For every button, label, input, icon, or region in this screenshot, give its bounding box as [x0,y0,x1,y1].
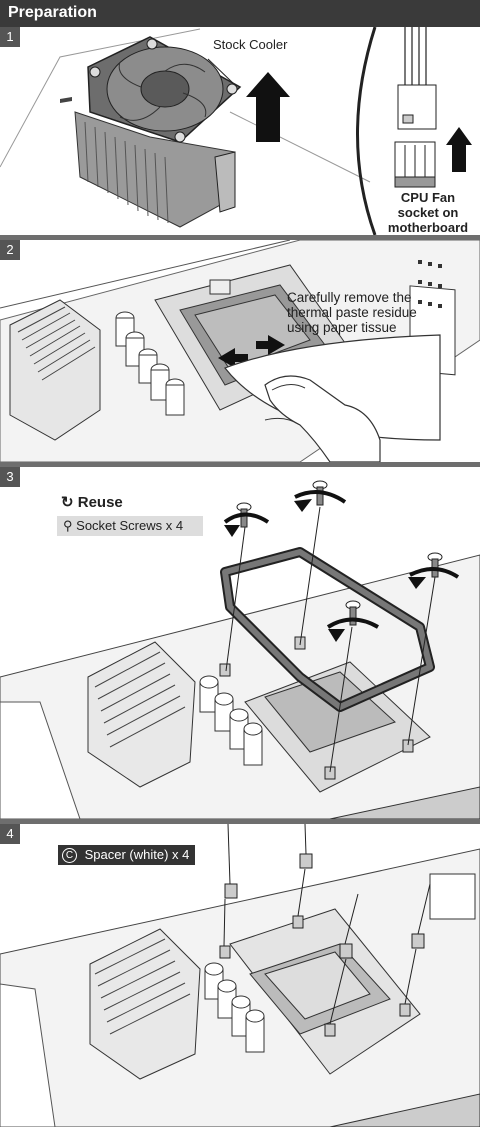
separator [0,819,480,824]
separator [0,235,480,240]
step-1-illustration [0,27,472,235]
reuse-title: ↻ Reuse [61,493,123,511]
instruction-line-3: using paper tissue [287,320,397,335]
step-number: 1 [0,27,20,47]
reuse-item: ⚲ Socket Screws x 4 [57,516,203,536]
reuse-item-text: Socket Screws x 4 [76,518,184,533]
step-1-panel: 1 [0,27,480,235]
step-3-panel: 3 [0,467,480,819]
section-header: Preparation [0,0,480,27]
reuse-callout: ↻ Reuse ⚲ Socket Screws x 4 [55,489,205,541]
step-2-panel: 2 [0,240,480,462]
step-number: 2 [0,240,20,260]
separator [0,462,480,467]
step-4-panel: 4 [0,824,480,1127]
step-2-illustration [0,240,480,462]
screw-icon: ⚲ [63,518,73,533]
cpu-fan-label-line1: CPU Fan [400,190,456,205]
stock-cooler-label: Stock Cooler [213,37,288,52]
step-number: 3 [0,467,20,487]
cpu-fan-label-line3: motherboard [387,220,469,235]
cpu-fan-label-line2: socket on [397,205,459,220]
spacer-callout: C Spacer (white) x 4 [58,845,196,865]
step-4-illustration [0,824,480,1127]
spacer-code: C [65,850,74,862]
section-title: Preparation [8,4,97,21]
reuse-title-text: Reuse [77,494,123,511]
step-3-illustration [0,480,480,819]
instruction-line-2: thermal paste residue [287,305,417,320]
copyright-c-icon: C [62,848,77,864]
instruction-line-1: Carefully remove the [287,290,412,305]
cpu-fan-label: CPU Fan socket on motherboard [378,190,478,235]
step-2-instruction: Carefully remove the thermal paste resid… [287,290,417,335]
recycle-icon: ↻ [61,494,74,511]
spacer-label: Spacer (white) x 4 [84,847,190,862]
step-number: 4 [0,824,20,844]
